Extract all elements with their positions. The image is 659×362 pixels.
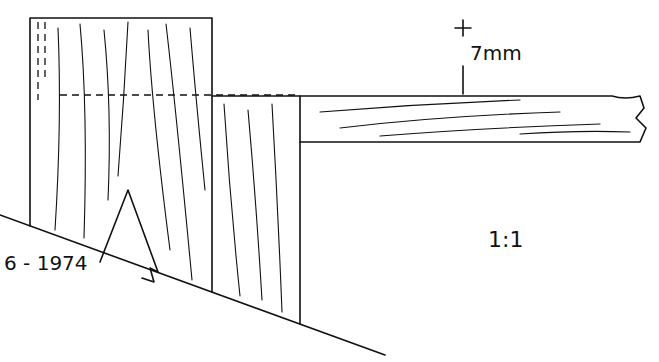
date-note: 6 - 1974 <box>4 252 88 274</box>
scale-label: 1:1 <box>488 228 523 252</box>
dimension-label: 7mm <box>470 42 522 64</box>
